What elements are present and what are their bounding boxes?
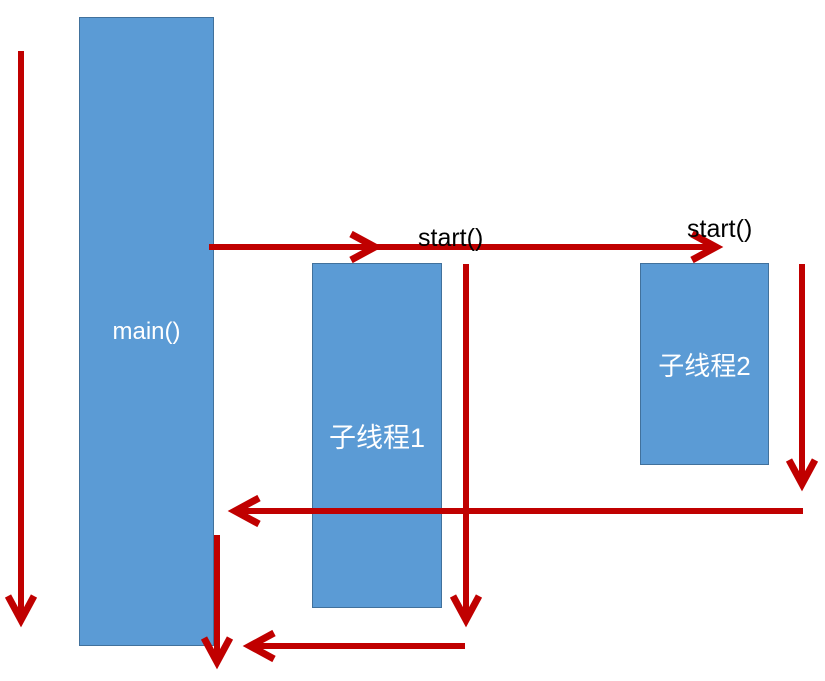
child-thread-1-label: 子线程1 bbox=[328, 423, 426, 453]
start-call-2-label: start() bbox=[687, 215, 753, 243]
child-thread-2-box: 子线程2 bbox=[640, 263, 769, 465]
child-thread-2-label: 子线程2 bbox=[658, 350, 751, 381]
start-call-1-label: start() bbox=[418, 224, 484, 252]
main-thread-box: main() bbox=[79, 17, 214, 646]
main-thread-label: main() bbox=[112, 317, 181, 345]
child-thread-1-box: 子线程1 bbox=[312, 263, 442, 608]
